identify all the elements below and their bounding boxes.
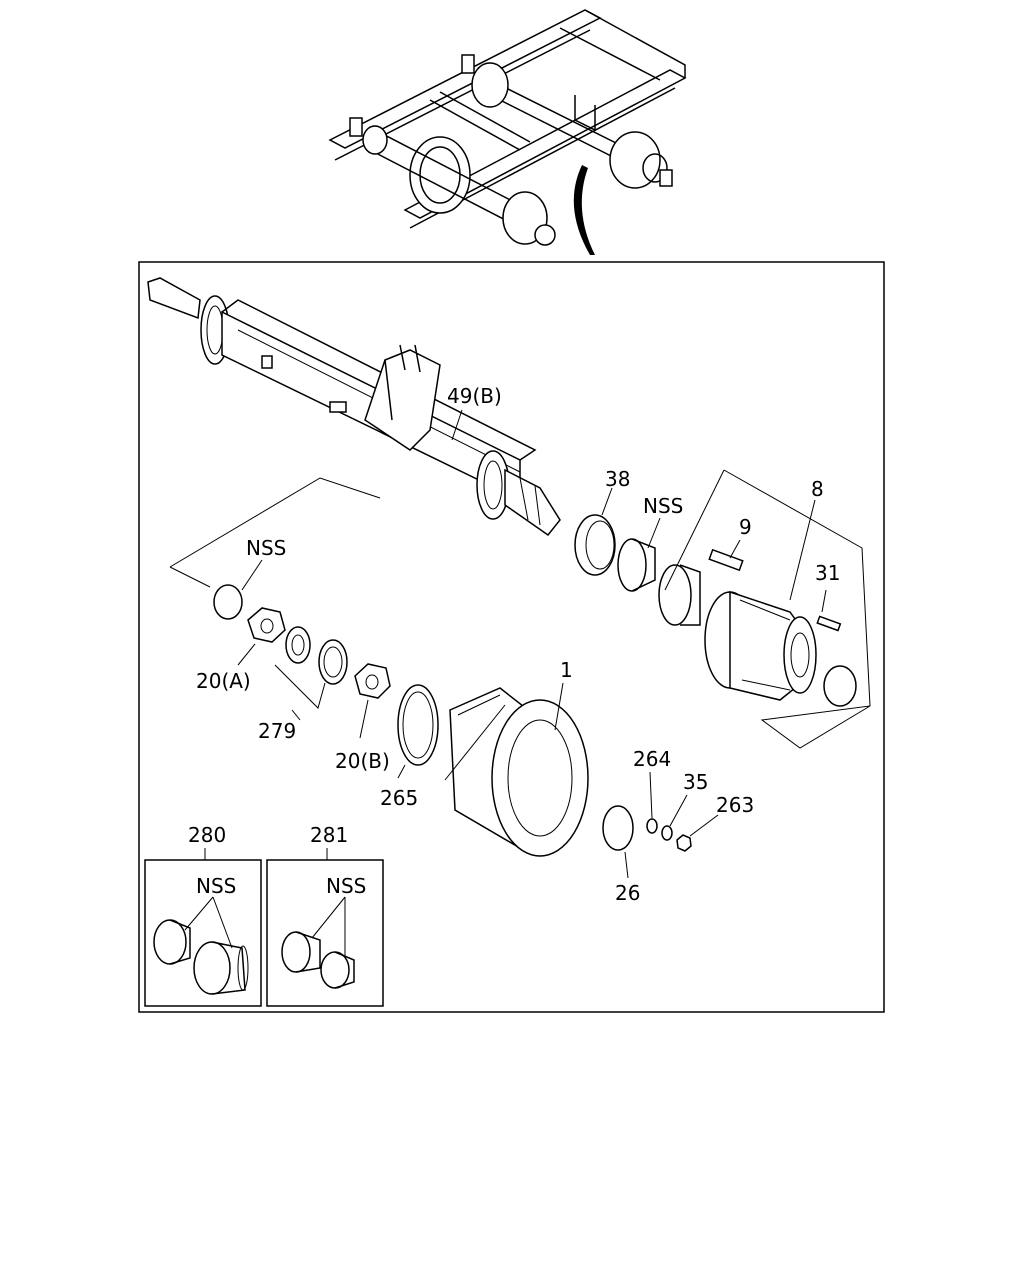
callout-265: 265 — [380, 786, 418, 810]
callout-35: 35 — [683, 770, 708, 794]
kit-281-nss: NSS — [326, 874, 366, 898]
callout-20b: 20(B) — [335, 749, 390, 773]
callout-nss-left: NSS — [246, 536, 286, 560]
callout-263: 263 — [716, 793, 754, 817]
inner-bearing-cone — [617, 517, 661, 592]
callout-1: 1 — [560, 658, 573, 682]
axle-frame-overview-illustration — [328, 9, 687, 255]
callout-9: 9 — [739, 515, 752, 539]
callout-8: 8 — [811, 477, 824, 501]
main-diagram-frame — [138, 261, 885, 1013]
callout-31: 31 — [815, 561, 840, 585]
bearing-cup-38 — [574, 487, 616, 576]
wheel-hub-drawing — [664, 469, 871, 749]
brake-drum-drawing — [444, 682, 589, 857]
kit-281-number: 281 — [310, 823, 348, 847]
callout-nss-top: NSS — [643, 494, 683, 518]
kit-280-nss: NSS — [196, 874, 236, 898]
small-hardware-drawing — [602, 771, 719, 879]
kit-box-281: 281 NSS — [266, 823, 384, 1007]
axle-beam-drawing — [147, 277, 561, 537]
callout-49b: 49(B) — [447, 384, 502, 408]
callout-38: 38 — [605, 467, 630, 491]
callout-279: 279 — [258, 719, 296, 743]
kit-280-number: 280 — [188, 823, 226, 847]
kit-box-280: 280 NSS — [144, 823, 262, 1007]
bearing-cup — [658, 564, 701, 626]
callout-264: 264 — [633, 747, 671, 771]
callout-26: 26 — [615, 881, 640, 905]
callout-20a: 20(A) — [196, 669, 251, 693]
bearing-nut-kit-drawing — [169, 477, 439, 779]
